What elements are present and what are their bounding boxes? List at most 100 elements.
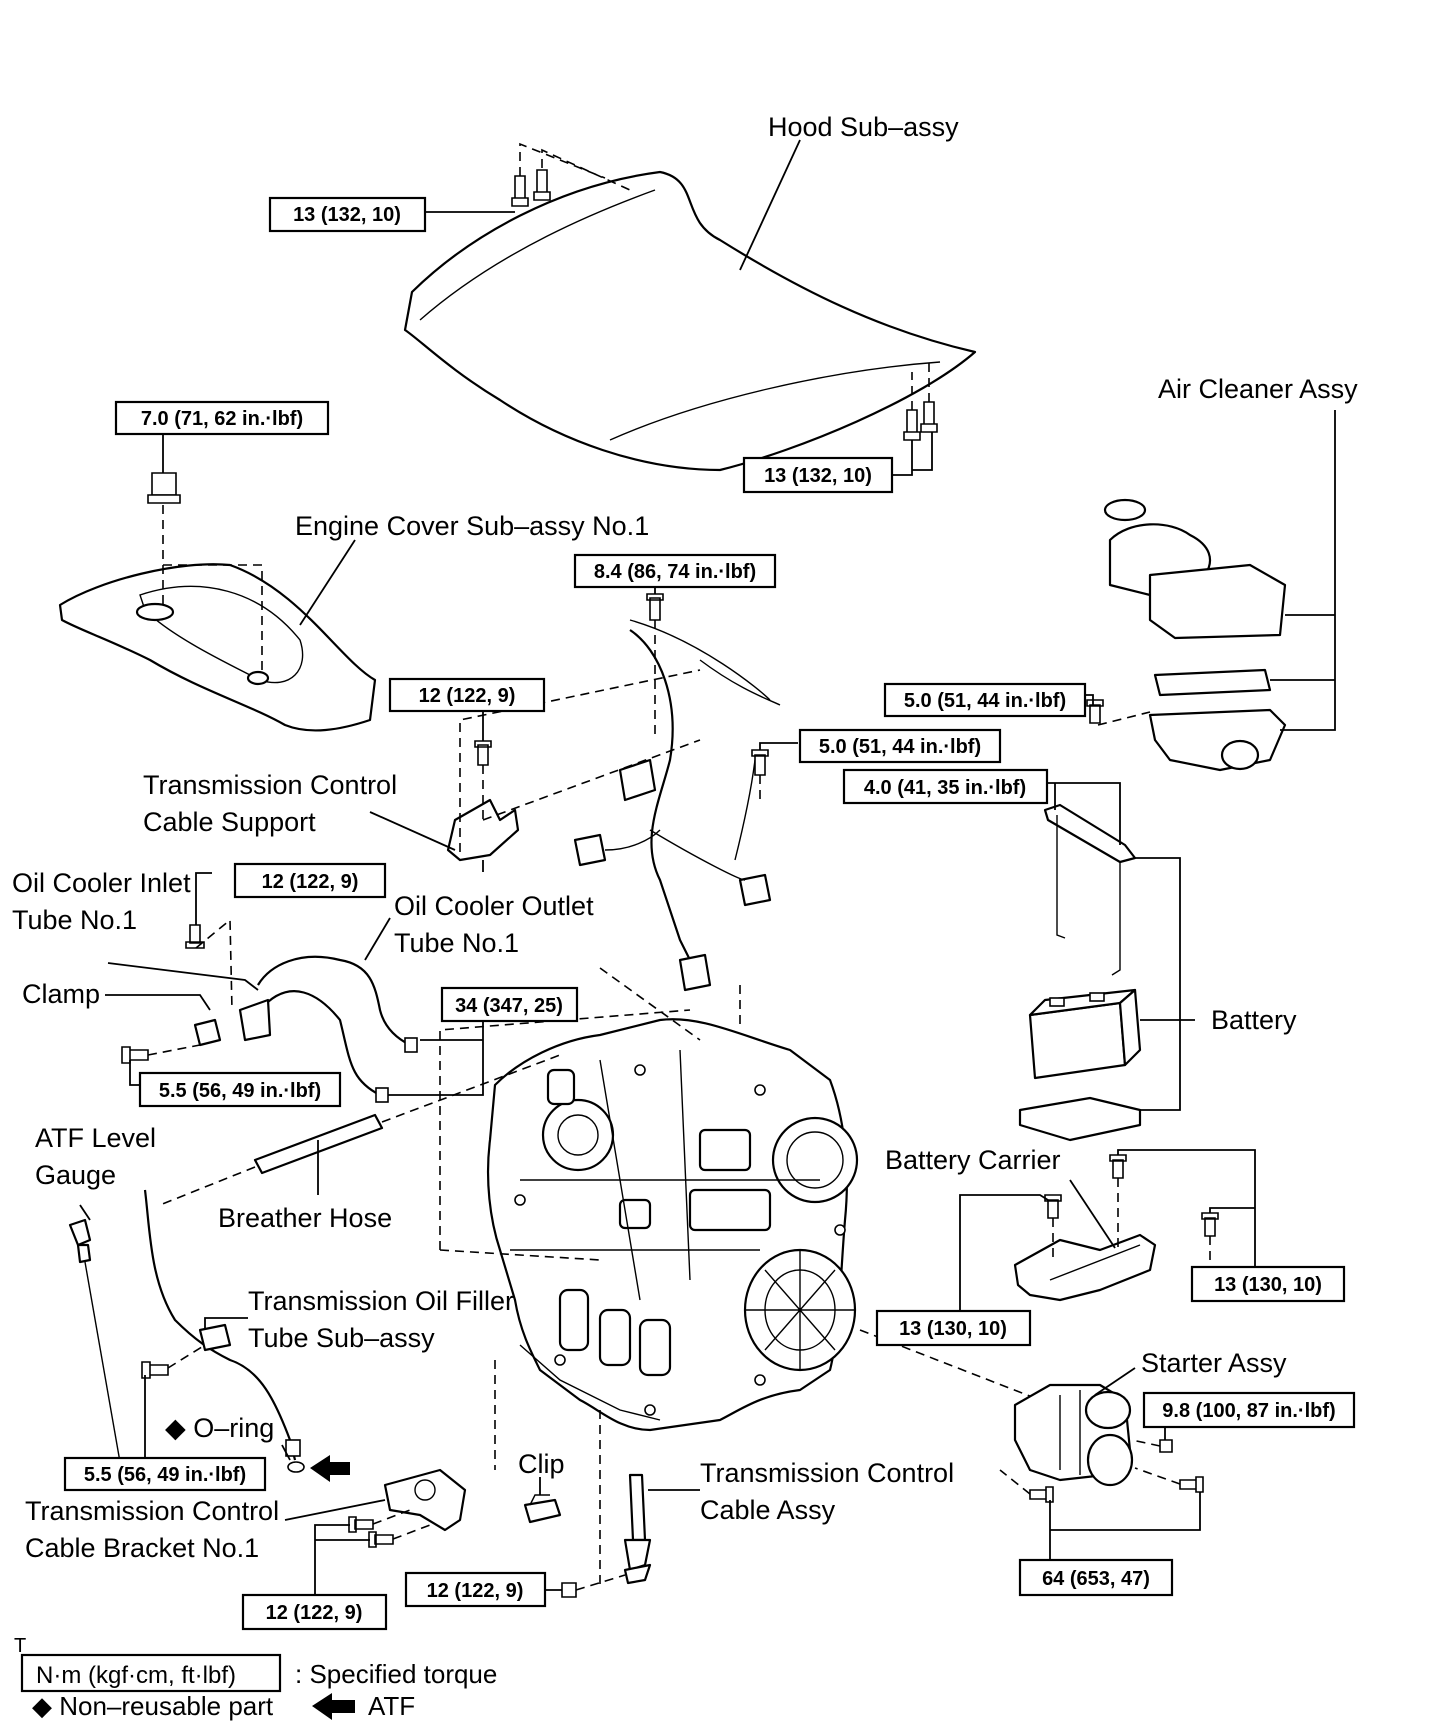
hood-bolt-icon	[903, 401, 938, 441]
air-cleaner-label: Air Cleaner Assy	[1158, 374, 1358, 404]
legend-nonreusable: ◆ Non–reusable part	[32, 1691, 274, 1721]
battery-carrier-part	[1013, 1233, 1157, 1302]
bolt-icon	[1029, 1486, 1054, 1503]
torque-box: 13 (132, 10)	[742, 456, 894, 494]
clip-label: Clip	[518, 1449, 565, 1479]
torque-cable-nut: 12 (122, 9)	[427, 1580, 524, 1602]
clamp-label: Clamp	[22, 979, 100, 1009]
oil-outlet-label-2: Tube No.1	[394, 928, 519, 958]
bolt-icon	[474, 740, 492, 766]
legend-atf: ATF	[368, 1691, 415, 1721]
filler-tube-label-1: Transmission Oil Filler	[248, 1286, 514, 1316]
bolt-icon	[141, 1361, 169, 1379]
tcc-bracket-part	[383, 1468, 467, 1532]
torque-hood-bottom: 13 (132, 10)	[764, 465, 872, 487]
torque-box: 12 (122, 9)	[241, 1593, 388, 1631]
torque-box: 5.0 (51, 44 in.·lbf)	[798, 728, 1002, 764]
torque-box: 5.0 (51, 44 in.·lbf)	[883, 682, 1087, 718]
atf-arrow-icon	[312, 1693, 355, 1720]
battery-carrier-label: Battery Carrier	[885, 1145, 1061, 1175]
torque-box: 7.0 (71, 62 in.·lbf)	[114, 400, 330, 436]
torque-box: 8.4 (86, 74 in.·lbf)	[573, 553, 777, 589]
engine-cover-label: Engine Cover Sub–assy No.1	[295, 511, 649, 541]
bolt-icon	[1086, 699, 1104, 724]
clamp-part	[193, 998, 272, 1047]
torque-oil-tubes: 34 (347, 25)	[455, 995, 563, 1017]
bolt-icon	[646, 593, 664, 621]
torque-battery-clamp: 4.0 (41, 35 in.·lbf)	[864, 777, 1026, 799]
torque-engine-cover: 7.0 (71, 62 in.·lbf)	[141, 408, 303, 430]
starter-label: Starter Assy	[1141, 1348, 1287, 1378]
filler-tube-label-2: Tube Sub–assy	[248, 1323, 435, 1353]
bolt-icon	[348, 1516, 374, 1533]
breather-hose-label: Breather Hose	[218, 1203, 392, 1233]
torque-box: 4.0 (41, 35 in.·lbf)	[842, 768, 1049, 805]
battery-clamp-part	[1043, 803, 1137, 976]
tcc-assy-part	[623, 1473, 652, 1585]
torque-box: 12 (122, 9)	[233, 862, 387, 899]
torque-battery-carrier-right: 13 (130, 10)	[1214, 1274, 1322, 1296]
bolt-icon	[368, 1531, 394, 1548]
oil-filler-tube-part	[143, 1189, 301, 1461]
torque-air-cleaner: 5.0 (51, 44 in.·lbf)	[904, 690, 1066, 712]
bolt-icon	[1201, 1212, 1219, 1237]
bolt-icon	[121, 1046, 149, 1064]
legend-unit-desc: : Specified torque	[295, 1659, 497, 1689]
bolt-icon	[1044, 1194, 1062, 1219]
torque-filler-tube: 5.5 (56, 49 in.·lbf)	[84, 1464, 246, 1486]
bolt-icon	[1179, 1476, 1204, 1493]
nut-icon	[1159, 1439, 1173, 1453]
bolt-icon	[1109, 1154, 1127, 1179]
hood-bolt-icon	[511, 169, 551, 207]
tcc-support-label-1: Transmission Control	[143, 770, 397, 800]
atf-arrow-icon	[310, 1455, 350, 1482]
transaxle-part	[486, 1018, 859, 1432]
legend-unit-box: N·m (kgf·cm, ft·lbf)	[36, 1662, 236, 1689]
starter-part	[1013, 1383, 1134, 1487]
bolt-icon	[751, 749, 769, 776]
oil-inlet-label-1: Oil Cooler Inlet	[12, 868, 191, 898]
tcc-support-part	[446, 798, 520, 862]
torque-box: 13 (132, 10)	[268, 196, 427, 233]
o-ring-icon	[287, 1461, 305, 1473]
air-cleaner-part	[1103, 498, 1287, 772]
corner-mark: T	[14, 1635, 26, 1657]
tcc-support-label-2: Cable Support	[143, 807, 316, 837]
torque-battery-carrier-left: 13 (130, 10)	[899, 1318, 1007, 1340]
torque-box: 13 (130, 10)	[1190, 1265, 1346, 1303]
battery-tray-part	[1018, 1096, 1142, 1142]
engine-cover-part	[58, 563, 377, 732]
torque-bracket: 12 (122, 9)	[266, 1602, 363, 1624]
tcc-assy-label-1: Transmission Control	[700, 1458, 954, 1488]
tcc-bracket-label-2: Cable Bracket No.1	[25, 1533, 259, 1563]
torque-box: 64 (653, 47)	[1018, 1558, 1174, 1597]
clip-part	[523, 1494, 562, 1524]
torque-box: 12 (122, 9)	[404, 1571, 547, 1608]
battery-label: Battery	[1211, 1005, 1297, 1035]
torque-starter-main: 64 (653, 47)	[1042, 1568, 1150, 1590]
torque-oil-inlet: 12 (122, 9)	[262, 871, 359, 893]
torque-starter-small: 9.8 (100, 87 in.·lbf)	[1162, 1400, 1335, 1422]
hood-part	[403, 170, 977, 472]
torque-box: 5.5 (56, 49 in.·lbf)	[138, 1071, 342, 1108]
atf-gauge-label-2: Gauge	[35, 1160, 116, 1190]
torque-ground: 5.0 (51, 44 in.·lbf)	[819, 736, 981, 758]
atf-level-gauge-part	[68, 1218, 121, 1463]
torque-box: 5.5 (56, 49 in.·lbf)	[63, 1456, 267, 1492]
torque-hood-top: 13 (132, 10)	[293, 204, 401, 226]
tcc-assy-label-2: Cable Assy	[700, 1495, 836, 1525]
torque-box: 9.8 (100, 87 in.·lbf)	[1142, 1391, 1356, 1429]
battery-part	[1028, 988, 1142, 1080]
oil-outlet-label-1: Oil Cooler Outlet	[394, 891, 594, 921]
torque-clamp: 5.5 (56, 49 in.·lbf)	[159, 1080, 321, 1102]
torque-box: 13 (130, 10)	[875, 1309, 1032, 1347]
wire-harness-part	[573, 619, 781, 992]
oil-cooler-tubes-part	[257, 955, 418, 1103]
o-ring-label: ◆ O–ring	[165, 1413, 274, 1443]
oil-inlet-label-2: Tube No.1	[12, 905, 137, 935]
torque-box: 34 (347, 25)	[440, 986, 579, 1023]
cap-nut-icon	[147, 472, 181, 504]
nut-icon	[561, 1582, 577, 1598]
atf-gauge-label-1: ATF Level	[35, 1123, 156, 1153]
